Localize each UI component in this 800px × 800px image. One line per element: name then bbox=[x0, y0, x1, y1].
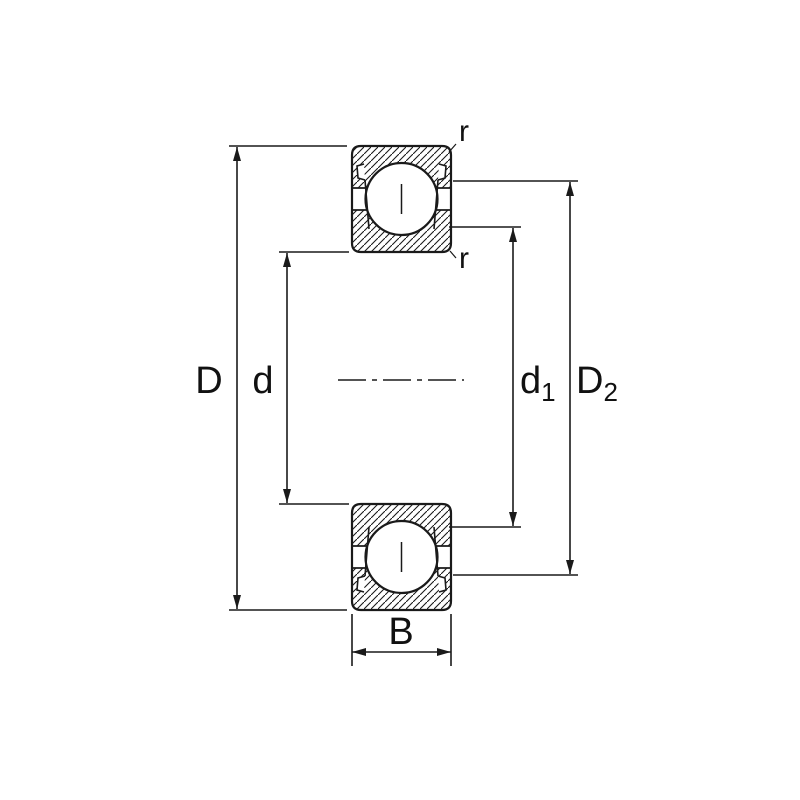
dimension-d1: d1 bbox=[449, 226, 556, 528]
bottom-left-shield-anchor bbox=[356, 575, 366, 593]
top-left-shield-anchor bbox=[356, 163, 366, 181]
label-D: D bbox=[195, 360, 222, 402]
bearing-top-section bbox=[350, 144, 453, 254]
bottom-left-shield bbox=[364, 526, 370, 577]
label-d1: d1 bbox=[520, 360, 556, 407]
label-d: d bbox=[252, 360, 273, 402]
callout-r-inner: r bbox=[449, 242, 469, 275]
bottom-right-shield-anchor bbox=[437, 575, 447, 593]
label-r-inner: r bbox=[459, 242, 469, 275]
callout-r-outer: r bbox=[448, 115, 469, 153]
dimension-D2: D2 bbox=[453, 180, 618, 576]
top-right-shield-anchor bbox=[437, 163, 447, 181]
bearing-bottom-section bbox=[350, 502, 453, 612]
label-B: B bbox=[388, 611, 413, 653]
leader-line bbox=[449, 250, 457, 259]
top-right-shield bbox=[433, 179, 439, 230]
bottom-right-shield bbox=[433, 526, 439, 577]
top-left-shield bbox=[364, 179, 370, 230]
leader-line bbox=[448, 143, 457, 153]
label-D2: D2 bbox=[576, 360, 618, 407]
dimension-B: B bbox=[351, 611, 452, 666]
dimension-d: d bbox=[252, 251, 349, 505]
label-r-outer: r bbox=[459, 115, 469, 148]
dimension-D: D bbox=[195, 145, 347, 611]
